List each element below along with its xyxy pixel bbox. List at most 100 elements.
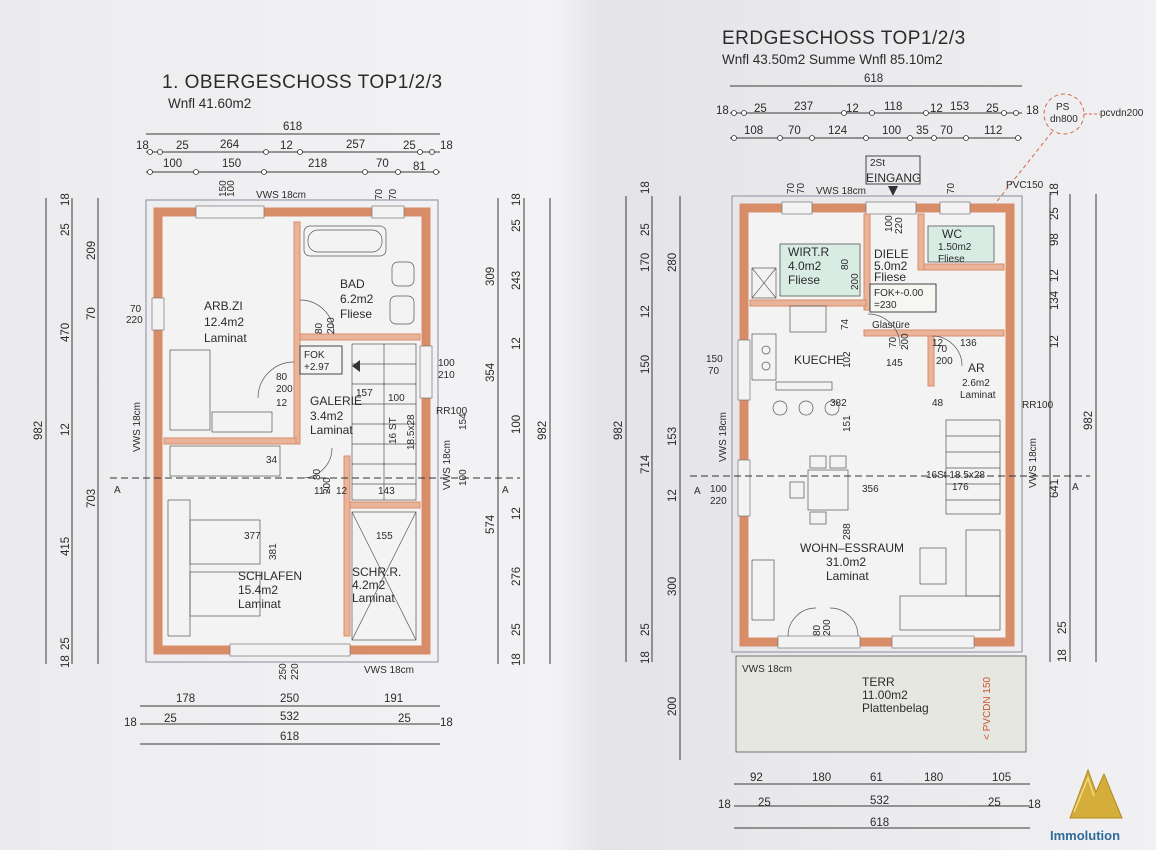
svg-text:Plattenbelag: Plattenbelag [862, 701, 929, 715]
svg-text:12: 12 [280, 140, 293, 152]
logo-text: Immolution [1050, 828, 1120, 843]
svg-text:VWS 18cm: VWS 18cm [1028, 438, 1039, 488]
svg-text:3.4m2: 3.4m2 [310, 409, 344, 423]
svg-text:12.4m2: 12.4m2 [204, 315, 244, 329]
svg-text:354: 354 [485, 362, 497, 382]
svg-text:12: 12 [1049, 269, 1061, 282]
svg-text:WOHN–ESSRAUM: WOHN–ESSRAUM [800, 541, 904, 555]
room-ar: AR 2.6m2 Laminat [960, 361, 996, 401]
svg-text:70: 70 [388, 188, 399, 200]
svg-text:2.6m2: 2.6m2 [962, 378, 990, 389]
svg-text:70: 70 [796, 182, 807, 194]
svg-text:35: 35 [916, 125, 929, 137]
svg-text:70: 70 [130, 304, 142, 315]
svg-text:382: 382 [830, 398, 847, 409]
svg-text:FOK: FOK [304, 350, 325, 361]
room-galerie: FOK +2.97 GALERIE 3.4m2 Laminat [299, 345, 362, 437]
svg-text:150: 150 [218, 180, 229, 197]
svg-text:RR100: RR100 [436, 406, 468, 417]
ground-right-dimensions: 25 18 98 12 134 12 641 25 18 982 [1049, 183, 1097, 662]
ground-inner-dimensions: 80 200 74 70 200 102 145 12 136 382 48 1… [812, 258, 1054, 672]
upper-floor-plan: 1. OBERGESCHOSS TOP1/2/3 Wnfl 41.60m2 61… [33, 72, 551, 745]
svg-text:18: 18 [511, 653, 523, 666]
svg-text:70: 70 [708, 366, 720, 377]
svg-text:25: 25 [164, 713, 177, 725]
svg-text:18: 18 [511, 193, 523, 206]
svg-text:264: 264 [220, 139, 240, 151]
svg-text:18: 18 [1049, 183, 1061, 196]
svg-text:309: 309 [485, 267, 497, 286]
svg-text:Laminat: Laminat [238, 597, 281, 611]
svg-text:11.00m2: 11.00m2 [862, 688, 908, 702]
svg-text:108: 108 [744, 125, 763, 137]
svg-text:191: 191 [384, 693, 403, 705]
svg-text:100: 100 [511, 415, 523, 434]
upper-interior-walls [163, 221, 421, 637]
svg-text:100: 100 [438, 358, 455, 369]
svg-text:25: 25 [511, 219, 523, 232]
svg-text:200: 200 [900, 333, 911, 350]
svg-text:15.4m2: 15.4m2 [238, 583, 278, 597]
svg-text:200: 200 [667, 697, 679, 716]
svg-text:243: 243 [511, 271, 523, 290]
svg-text:Glastüre: Glastüre [872, 320, 910, 331]
svg-text:5.0m2: 5.0m2 [874, 259, 908, 273]
svg-text:80: 80 [314, 322, 325, 334]
svg-text:70: 70 [888, 336, 899, 348]
svg-text:220: 220 [894, 217, 905, 234]
svg-text:< PVCDN 150: < PVCDN 150 [982, 676, 993, 740]
svg-text:300: 300 [667, 577, 679, 596]
svg-text:150: 150 [222, 158, 241, 170]
svg-text:220: 220 [710, 496, 727, 507]
svg-text:PVC150: PVC150 [1006, 180, 1044, 191]
svg-text:80: 80 [312, 468, 323, 480]
svg-text:18: 18 [1026, 105, 1039, 117]
svg-text:Fliese: Fliese [874, 270, 906, 284]
svg-text:98: 98 [1049, 233, 1061, 246]
svg-text:VWS 18cm: VWS 18cm [816, 186, 866, 197]
svg-text:532: 532 [280, 711, 299, 723]
svg-text:237: 237 [794, 101, 813, 113]
wirtr-shaded-area [779, 243, 861, 297]
svg-text:25: 25 [176, 140, 189, 152]
svg-text:80: 80 [840, 258, 851, 270]
svg-text:18: 18 [1057, 649, 1069, 662]
svg-text:74: 74 [840, 318, 851, 330]
svg-text:288: 288 [842, 523, 853, 540]
upper-floor-area: Wnfl 41.60m2 [168, 96, 251, 111]
svg-text:150: 150 [640, 355, 652, 374]
svg-text:18: 18 [60, 655, 72, 668]
svg-text:150: 150 [706, 354, 723, 365]
svg-text:16 ST: 16 ST [388, 417, 399, 444]
svg-text:210: 210 [438, 370, 455, 381]
svg-text:105: 105 [992, 772, 1011, 784]
svg-text:25: 25 [60, 223, 72, 236]
svg-text:RR100: RR100 [1022, 400, 1054, 411]
svg-text:18: 18 [640, 651, 652, 664]
svg-text:Laminat: Laminat [826, 569, 869, 583]
svg-text:470: 470 [60, 323, 72, 342]
svg-text:178: 178 [176, 693, 195, 705]
svg-text:VWS 18cm: VWS 18cm [442, 440, 453, 490]
svg-text:SCHR.R.: SCHR.R. [352, 565, 401, 579]
svg-text:209: 209 [86, 241, 98, 260]
svg-text:982: 982 [1083, 411, 1095, 430]
svg-text:18.5x28: 18.5x28 [406, 414, 417, 450]
svg-text:81: 81 [413, 161, 426, 173]
svg-text:A: A [694, 486, 701, 497]
svg-text:250: 250 [280, 693, 299, 705]
svg-text:100: 100 [458, 469, 469, 486]
svg-text:200: 200 [326, 317, 337, 334]
upper-top-dimensions: 618 18 25 264 12 257 25 18 100 150 218 7… [136, 121, 453, 175]
svg-text:18: 18 [440, 717, 453, 729]
svg-text:112: 112 [984, 125, 1002, 137]
room-wc: WC 1.50m2 Fliese [938, 227, 972, 265]
logo-mark-icon [1069, 768, 1123, 819]
svg-text:100: 100 [884, 215, 895, 232]
svg-text:157: 157 [356, 388, 373, 399]
svg-text:12: 12 [336, 486, 348, 497]
svg-text:100: 100 [388, 393, 405, 404]
svg-text:257: 257 [346, 139, 365, 151]
svg-text:250: 250 [278, 663, 289, 680]
